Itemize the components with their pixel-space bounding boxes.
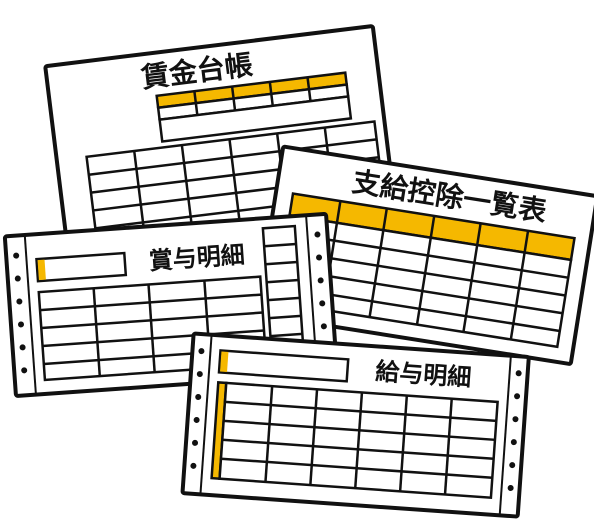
- payslip-feed-holes-right: [507, 370, 522, 492]
- payslip-name-accent: [220, 351, 229, 372]
- payslip-document: 給与明細: [180, 331, 531, 519]
- payslip-feed-holes-left: [190, 348, 205, 469]
- payslip-title: 給与明細: [374, 357, 472, 392]
- wage-ledger-header-table: [155, 71, 353, 143]
- bonus-statement-side-column: [261, 224, 306, 370]
- payment-deduction-list-document: 支給控除一覧表: [254, 144, 594, 366]
- bonus-statement-feed-holes-left: [13, 252, 28, 374]
- payslip-grid: [218, 381, 499, 500]
- bonus-statement-name-box: [35, 251, 128, 283]
- bonus-statement-accent: [37, 259, 46, 281]
- payslip-name-box: [217, 349, 350, 383]
- bonus-statement-title: 賞与明細: [148, 241, 246, 276]
